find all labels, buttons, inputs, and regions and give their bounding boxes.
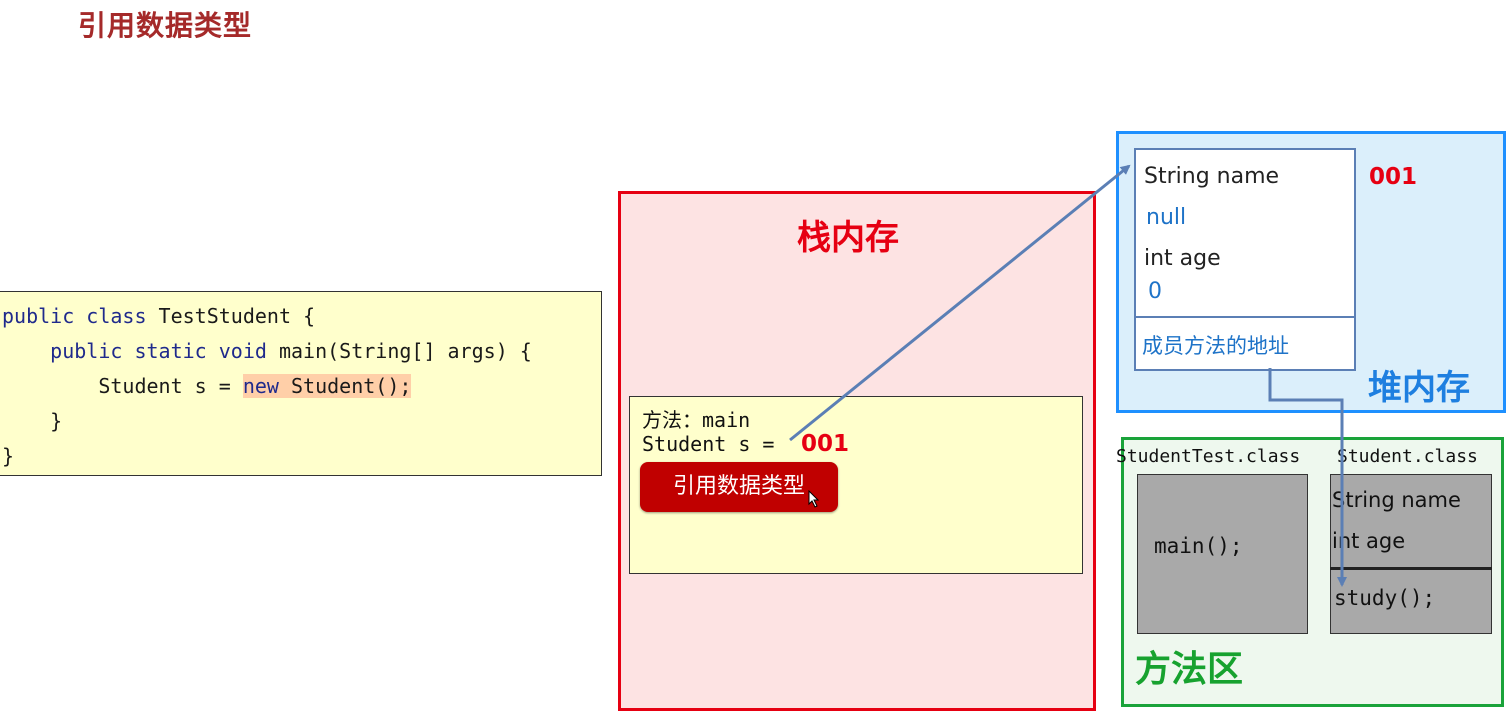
heap-memory-title: 堆内存: [1368, 368, 1470, 408]
code-line-3: Student s = new Student();: [2, 374, 412, 398]
reference-arrows: [789, 164, 1347, 587]
student-class-box: [1330, 474, 1492, 634]
frame-variable-value: 001: [801, 431, 850, 457]
code-line-5: }: [2, 444, 15, 468]
method-address-arrow: [1268, 368, 1347, 587]
field-age-value: 0: [1148, 279, 1162, 304]
heap-object-address: 001: [1369, 164, 1418, 190]
study-method: study();: [1334, 586, 1436, 610]
field-age-label: int age: [1144, 246, 1221, 271]
code-block: public class TestStudent { public static…: [0, 291, 602, 476]
student-object: [1134, 148, 1356, 371]
object-divider: [1134, 316, 1356, 318]
field-name-label: String name: [1144, 164, 1280, 189]
mouse-cursor-icon: [808, 490, 820, 508]
page-title: 引用数据类型: [78, 9, 253, 42]
stack-memory-title: 栈内存: [797, 218, 899, 258]
code-line-1: public class TestStudent {: [2, 304, 316, 328]
new-student-expression: new Student();: [242, 374, 412, 398]
field-name-value: null: [1146, 205, 1187, 230]
code-statement: Student s =: [2, 374, 243, 398]
student-class-divider: [1330, 567, 1492, 570]
frame-method-label: 方法：main: [642, 408, 751, 432]
method-area-title: 方法区: [1135, 649, 1244, 690]
reference-type-badge[interactable]: 引用数据类型: [640, 462, 838, 512]
stack-to-heap-arrow: [789, 164, 1131, 442]
code-line-4: }: [2, 409, 63, 433]
student-class-label: Student.class: [1337, 446, 1478, 467]
studenttest-class-label: StudentTest.class: [1116, 446, 1301, 467]
frame-variable-label: Student s =: [642, 432, 787, 456]
method-address-label: 成员方法的地址: [1142, 334, 1289, 358]
student-field-age: int age: [1332, 529, 1406, 553]
studenttest-class-box: [1137, 474, 1308, 634]
main-method: main();: [1154, 534, 1243, 558]
code-line-2: public static void main(String[] args) {: [50, 339, 532, 363]
